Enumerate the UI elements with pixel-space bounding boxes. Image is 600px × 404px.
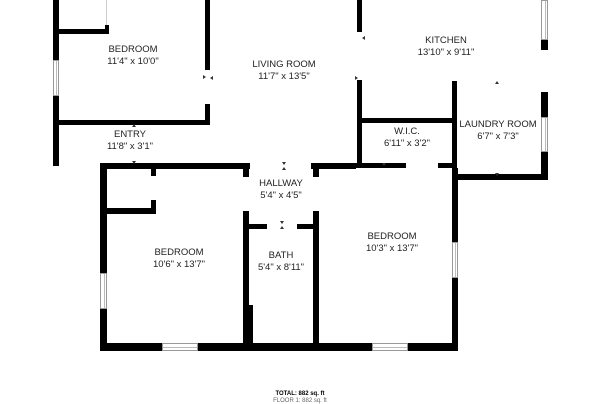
- room-living-room: LIVING ROOM 11'7" x 13'5": [252, 59, 315, 83]
- floor-area: FLOOR 1: 882 sq. ft: [273, 398, 327, 404]
- room-wic: W.I.C. 6'11" x 3'2": [384, 126, 430, 150]
- wall: [313, 211, 319, 346]
- wall: [357, 80, 362, 163]
- wall: [362, 118, 457, 123]
- room-dims: 5'4" x 8'11": [257, 262, 305, 273]
- room-dims: 11'7" x 13'5": [258, 71, 310, 82]
- room-name: W.I.C.: [394, 126, 420, 137]
- room-dims: 11'8" x 3'1": [106, 141, 154, 152]
- room-bedroom-3: BEDROOM 10'3" x 13'7": [366, 231, 418, 255]
- wall: [452, 278, 458, 351]
- dimension-tick: [210, 76, 213, 80]
- wall: [105, 25, 109, 34]
- room-name: ENTRY: [113, 129, 147, 140]
- wall: [438, 163, 457, 168]
- wall: [297, 224, 319, 229]
- wall: [100, 343, 162, 351]
- dimension-tick: [382, 163, 386, 166]
- dimension-tick: [203, 75, 206, 79]
- room-name: LAUNDRY ROOM: [459, 119, 537, 130]
- room-dims: 6'7" x 7'3": [477, 131, 519, 142]
- dimension-tick: [280, 226, 284, 229]
- wall: [53, 29, 109, 34]
- wall: [100, 163, 107, 273]
- window: [162, 343, 198, 351]
- room-bedroom-1: BEDROOM 11'4" x 10'0": [107, 44, 158, 68]
- wall: [541, 92, 548, 117]
- room-name: BEDROOM: [154, 247, 204, 258]
- window: [541, 0, 548, 40]
- wall: [151, 169, 156, 176]
- total-area: TOTAL: 882 sq. ft: [275, 391, 325, 397]
- wall: [100, 163, 250, 169]
- wall: [100, 309, 107, 351]
- wall: [313, 163, 319, 177]
- room-name: BEDROOM: [367, 231, 417, 242]
- room-name: LIVING ROOM: [252, 59, 316, 70]
- window: [53, 60, 59, 96]
- room-kitchen: KITCHEN 13'10" x 9'11": [418, 35, 475, 59]
- room-dims: 11'4" x 10'0": [107, 56, 159, 67]
- window: [100, 273, 107, 309]
- dimension-tick: [495, 173, 499, 176]
- room-name: KITCHEN: [425, 35, 467, 46]
- wall: [452, 81, 457, 184]
- wall: [408, 343, 458, 351]
- room-dims: 5'4" x 4'5": [260, 190, 302, 201]
- room-dims: 6'11" x 3'2": [383, 138, 431, 149]
- wall: [243, 163, 249, 177]
- wall: [53, 96, 59, 166]
- wall: [311, 163, 356, 169]
- room-bedroom-2: BEDROOM 10'6" x 13'7": [153, 247, 205, 271]
- wall: [107, 208, 156, 214]
- dimension-tick: [132, 161, 136, 164]
- wall: [243, 211, 249, 346]
- wall: [205, 0, 210, 70]
- room-dims: 10'3" x 13'7": [365, 243, 419, 254]
- room-name: BEDROOM: [108, 44, 158, 55]
- wall: [243, 305, 253, 346]
- wall: [541, 40, 548, 50]
- wall: [205, 104, 210, 125]
- dimension-tick: [355, 76, 358, 80]
- room-entry: ENTRY 11'8" x 3'1": [107, 129, 153, 153]
- wall: [249, 224, 267, 229]
- wall: [350, 163, 406, 168]
- window: [452, 242, 458, 278]
- wall: [151, 200, 156, 214]
- dimension-tick: [132, 124, 136, 127]
- window: [541, 117, 548, 152]
- dimension-tick: [495, 81, 499, 84]
- wall: [452, 174, 548, 180]
- room-name: BATH: [268, 250, 294, 261]
- wall: [53, 120, 209, 125]
- room-dims: 13'10" x 9'11": [417, 47, 475, 58]
- dimension-tick: [282, 162, 286, 165]
- dimension-tick: [362, 36, 365, 40]
- wall: [541, 152, 548, 180]
- room-name: HALLWAY: [259, 178, 303, 189]
- wall: [357, 0, 362, 32]
- dimension-tick: [280, 221, 284, 224]
- room-laundry: LAUNDRY ROOM 6'7" x 7'3": [459, 119, 536, 143]
- wall: [106, 0, 107, 25]
- room-dims: 10'6" x 13'7": [152, 259, 206, 270]
- room-hallway: HALLWAY 5'4" x 4'5": [259, 178, 303, 202]
- dimension-tick: [282, 167, 286, 170]
- room-bath: BATH 5'4" x 8'11": [258, 250, 304, 274]
- window: [372, 343, 408, 351]
- wall: [452, 168, 458, 242]
- wall: [198, 343, 372, 351]
